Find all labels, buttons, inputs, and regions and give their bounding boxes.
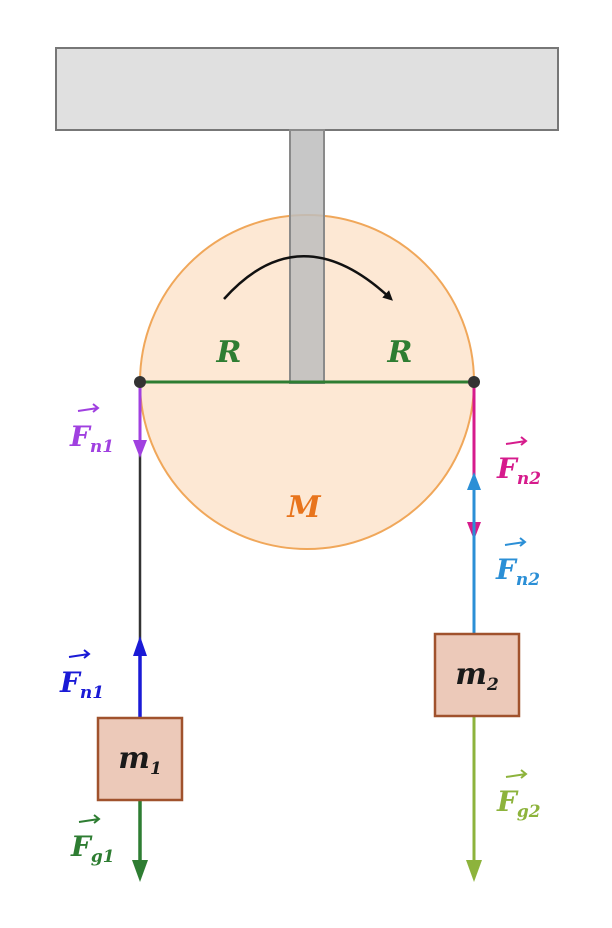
mass-block-m2 (433, 632, 521, 718)
clockwise-arrow-icon (223, 255, 393, 301)
vector-arrow-icon (505, 436, 528, 446)
ceiling (55, 47, 559, 131)
force-label-fg2: Fg2 (496, 769, 541, 822)
force-label-fn1-bottom: Fn1 (59, 649, 104, 703)
svg-text:Fn2: Fn2 (496, 452, 541, 489)
svg-text:Fg2: Fg2 (496, 785, 541, 822)
attachment-point-left (134, 376, 146, 388)
vector-arrow-icon (504, 537, 527, 547)
pulley-mass-label: M (286, 490, 321, 525)
force-label-fn2-top: Fn2 (496, 436, 541, 489)
force-fg2-arrow (466, 716, 482, 882)
force-label-fn1-top: Fn1 (69, 403, 114, 457)
force-fn2-bottom-arrow (467, 472, 481, 634)
force-fn1-bottom-arrow (133, 636, 147, 718)
force-label-fn2-bottom: Fn2 (495, 537, 540, 590)
svg-text:Fn2: Fn2 (495, 553, 540, 590)
svg-text:Fn1: Fn1 (69, 420, 114, 457)
radius-label-right: R (387, 335, 413, 370)
svg-text:Fn1: Fn1 (59, 666, 104, 703)
radius-label-left: R (216, 335, 242, 370)
vector-arrow-icon (78, 814, 101, 824)
force-fg1-arrow (132, 800, 148, 882)
vector-arrow-icon (77, 403, 100, 413)
force-fn1-top-arrow (133, 384, 147, 458)
mass-label-m1: m1 (118, 741, 162, 779)
vector-arrow-icon (505, 769, 528, 779)
svg-text:Fg1: Fg1 (70, 830, 115, 867)
force-label-fg1: Fg1 (70, 814, 115, 867)
attachment-point-right (468, 376, 480, 388)
mass-block-m1 (96, 716, 184, 802)
mass-label-m2: m2 (455, 657, 499, 695)
vector-arrow-icon (68, 649, 91, 659)
